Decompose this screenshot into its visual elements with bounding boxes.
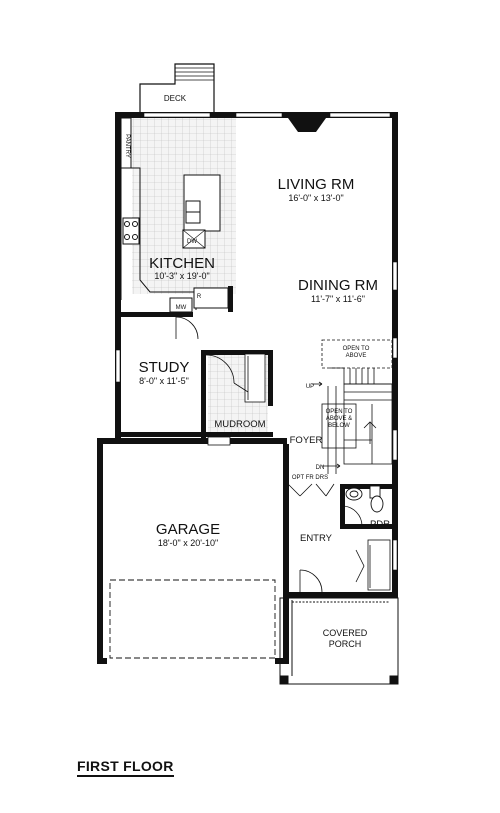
living-dims: 16'-0" x 13'-0"	[288, 193, 343, 203]
study-name: STUDY	[139, 359, 190, 376]
stair-down-label: DN	[316, 465, 325, 471]
open-to-above-line1: OPEN TO	[343, 346, 370, 352]
open-to-above-below-line3: BELOW	[328, 423, 350, 429]
deck: DECK	[139, 63, 215, 112]
deck-label: DECK	[164, 94, 187, 103]
garage-name: GARAGE	[156, 521, 220, 538]
entry-name: ENTRY	[300, 533, 333, 544]
kitchen-dims: 10'-3" x 19'-0"	[154, 271, 209, 281]
mw-label: MW	[176, 305, 187, 311]
mudroom-name: MUDROOM	[214, 419, 265, 430]
open-to-above-below-line1: OPEN TO	[326, 409, 353, 415]
kitchen-name: KITCHEN	[149, 255, 215, 272]
dining-name: DINING RM	[298, 277, 378, 294]
opt-fr-drs-label: OPT FR DRS	[292, 475, 328, 481]
garage-door-outline	[109, 579, 276, 659]
porch-label-line2: PORCH	[329, 639, 362, 649]
doors	[175, 316, 391, 593]
stair-up-label: UP	[306, 384, 314, 390]
porch-label-line1: COVERED	[323, 628, 368, 638]
windows	[115, 112, 398, 571]
dining-dims: 11'-7" x 11'-6"	[311, 294, 365, 304]
pantry-label: PANTRY	[124, 134, 130, 158]
interior-walls	[121, 286, 392, 529]
r-label: R	[197, 294, 202, 300]
kitchen-counters	[120, 117, 229, 313]
cooktop	[122, 217, 140, 245]
fireplace	[288, 118, 326, 132]
pdr-name: PDR	[370, 519, 390, 530]
open-to-above-line2: ABOVE	[346, 353, 367, 359]
staircase	[312, 339, 393, 474]
floor-title: FIRST FLOOR	[77, 758, 174, 777]
study-dims: 8'-0" x 11'-5"	[139, 376, 189, 386]
dw-label: DW	[187, 239, 197, 245]
covered-porch	[279, 597, 399, 685]
garage-dims: 18'-0" x 20'-10"	[158, 538, 218, 548]
open-to-above-below-line2: ABOVE &	[326, 416, 352, 422]
powder-room-fixtures	[345, 485, 384, 513]
living-name: LIVING RM	[278, 176, 355, 193]
foyer-name: FOYER	[290, 435, 323, 446]
